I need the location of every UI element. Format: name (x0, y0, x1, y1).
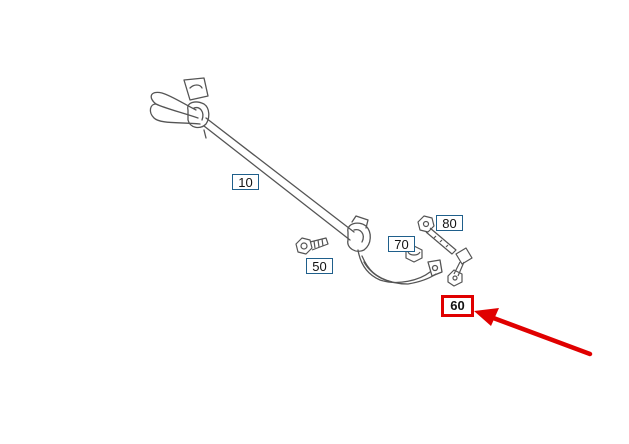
highlight-arrow (474, 308, 593, 357)
bolt-50-drawing[interactable] (295, 237, 329, 255)
part-label-70[interactable]: 70 (388, 236, 415, 252)
stabilizer-bar-drawing[interactable] (149, 77, 443, 285)
part-label-80[interactable]: 80 (436, 215, 463, 231)
part-label-60[interactable]: 60 (441, 295, 474, 317)
part-label-50[interactable]: 50 (306, 258, 333, 274)
link-60-drawing[interactable] (447, 247, 473, 287)
part-label-10[interactable]: 10 (232, 174, 259, 190)
bolt-80-drawing[interactable] (417, 215, 457, 255)
